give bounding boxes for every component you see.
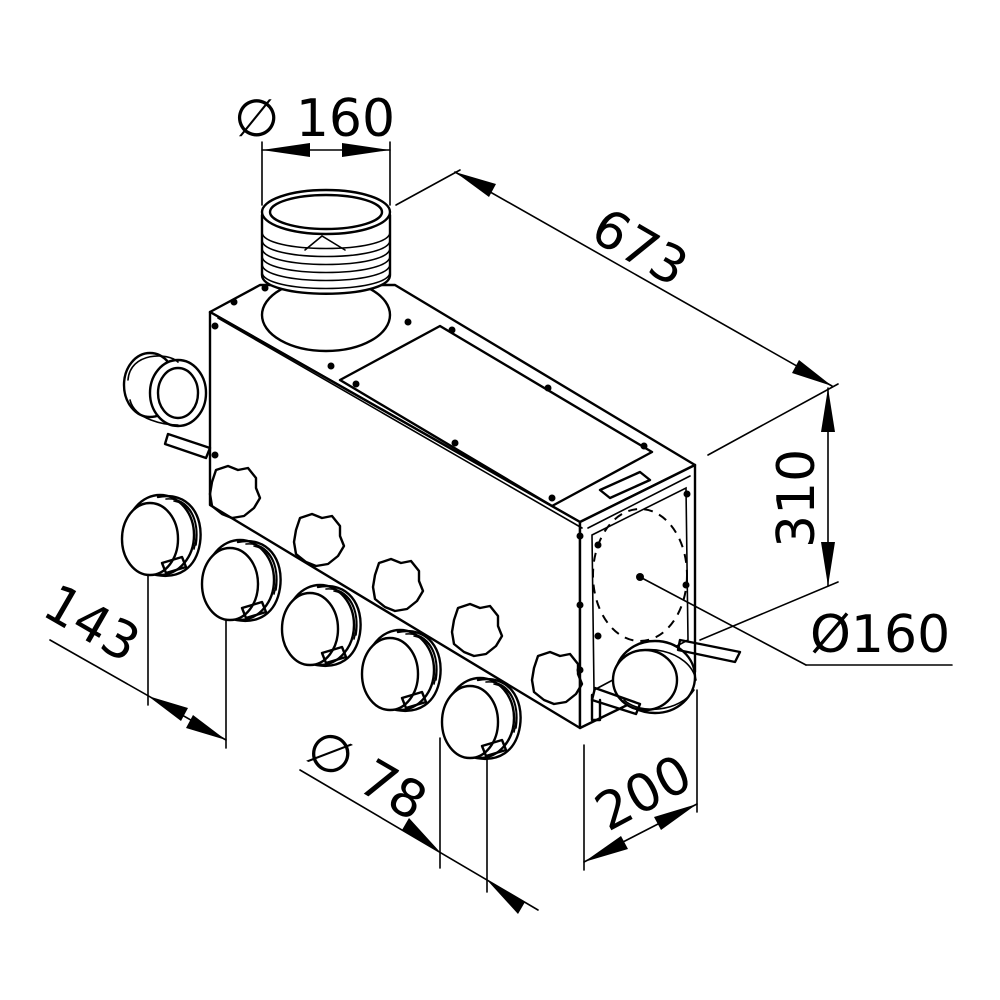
dim-height-label: 310 <box>767 449 827 548</box>
dim-side-outlet-label: Ø160 <box>810 605 950 665</box>
small-spigot-3 <box>280 583 362 668</box>
small-spigot-2 <box>200 538 282 623</box>
dim-small-outlet-label: ∅ 78 <box>296 717 437 833</box>
small-spigot-1 <box>120 493 202 578</box>
dim-top-outlet: ∅ 160 <box>234 89 395 206</box>
small-spigot-4 <box>360 628 442 713</box>
end-spigot <box>590 638 742 722</box>
dim-pitch: 143 <box>34 573 227 749</box>
box-bolts <box>211 284 691 674</box>
small-spigot-5 <box>440 676 522 761</box>
dim-length-label: 673 <box>582 197 698 299</box>
dim-height: 310 <box>699 387 839 641</box>
dim-top-outlet-label: ∅ 160 <box>234 89 395 149</box>
left-spigot <box>122 351 212 460</box>
dim-pitch-label: 143 <box>34 573 150 675</box>
dim-depth-label: 200 <box>586 744 702 844</box>
top-spigot <box>260 188 392 295</box>
dim-side-outlet: Ø160 <box>636 573 953 666</box>
